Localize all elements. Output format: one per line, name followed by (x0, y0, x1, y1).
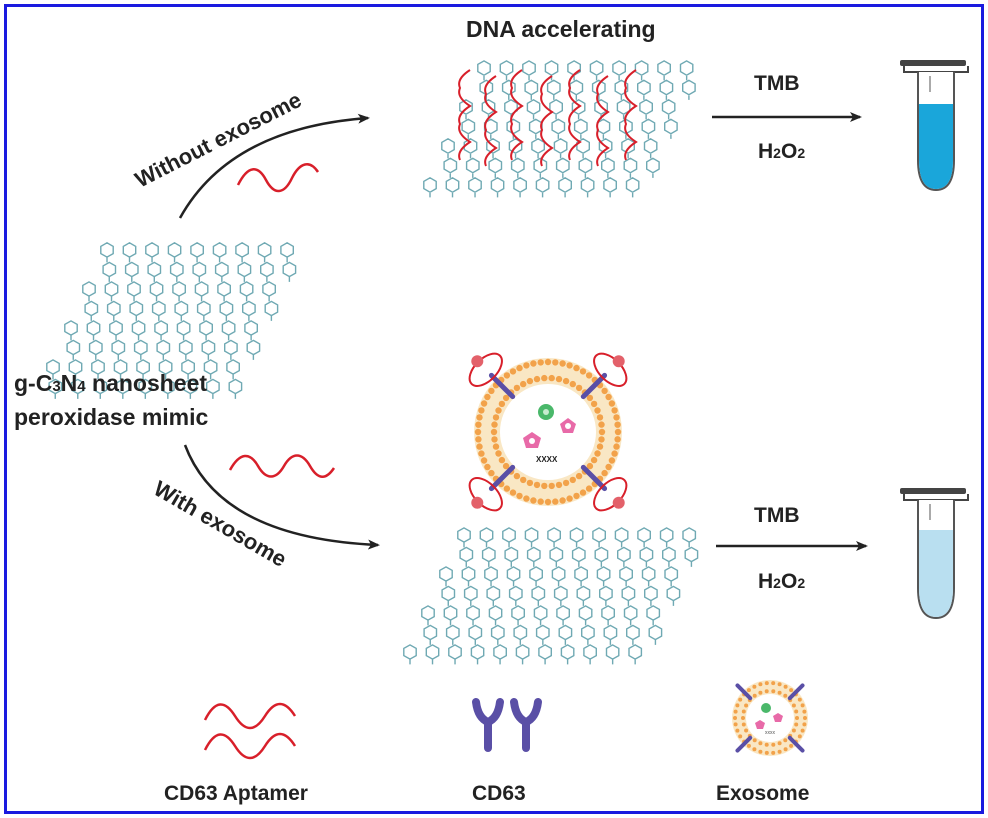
nanosheet-sub2: 4 (77, 378, 86, 395)
aptamer-icon (510, 69, 524, 161)
legend-aptamer-label: CD63 Aptamer (164, 782, 308, 805)
tube-icon-blue (900, 60, 969, 192)
adsorbed-aptamers (458, 69, 638, 167)
aptamer-icon (540, 75, 554, 167)
figure-frame (4, 4, 984, 814)
tube-icon-light (900, 488, 969, 620)
aptamer-icon (228, 454, 336, 478)
without-exosome-label: Without exosome (131, 87, 306, 192)
legend-exosome-label: Exosome (716, 782, 809, 805)
arrow-without-exosome (178, 113, 370, 219)
nanosheet-pre: g-C (14, 370, 52, 396)
tmb-top-label: TMB (754, 72, 800, 95)
legend-aptamer-icon (203, 702, 297, 760)
svg-text:xxxx: xxxx (765, 730, 776, 736)
lattice-icon (403, 527, 699, 665)
legend-cd63-label: CD63 (472, 782, 526, 805)
legend-exosome-icon: xxxx (732, 680, 808, 756)
lattice-icon (46, 241, 297, 399)
aptamer-icon (236, 163, 320, 193)
aptamer-icon (624, 69, 638, 161)
exosome-bound-complex: XXXX (468, 352, 628, 512)
legend-cd63-icon (472, 698, 542, 752)
top-sheet-label: DNA accelerating (466, 16, 656, 42)
aptamer-icon (484, 75, 498, 167)
nanosheet-label-line1: g-C3N4 nanosheet (14, 370, 207, 396)
lattice-icon (423, 60, 696, 198)
aptamer-icon (596, 75, 610, 167)
nanosheet-sub1: 3 (52, 378, 60, 395)
nanosheet-mid: N (61, 370, 78, 396)
arrow-with-exosome (183, 444, 380, 550)
nanosheet-post: nanosheet (86, 370, 208, 396)
h2o2-top-label: H2O2 (758, 140, 805, 163)
h2o2-bottom-label: H2O2 (758, 570, 805, 593)
nanosheet-lattice-top (423, 60, 696, 198)
tmb-bottom-label: TMB (754, 504, 800, 527)
nanosheet-lattice-bottom (403, 527, 699, 665)
aptamer-icon (458, 69, 472, 161)
nanosheet-label-line2: peroxidase mimic (14, 404, 209, 430)
nanosheet-lattice-left (46, 241, 297, 399)
exosome-cargo-text: XXXX (536, 455, 558, 464)
aptamer-icon (568, 69, 582, 161)
